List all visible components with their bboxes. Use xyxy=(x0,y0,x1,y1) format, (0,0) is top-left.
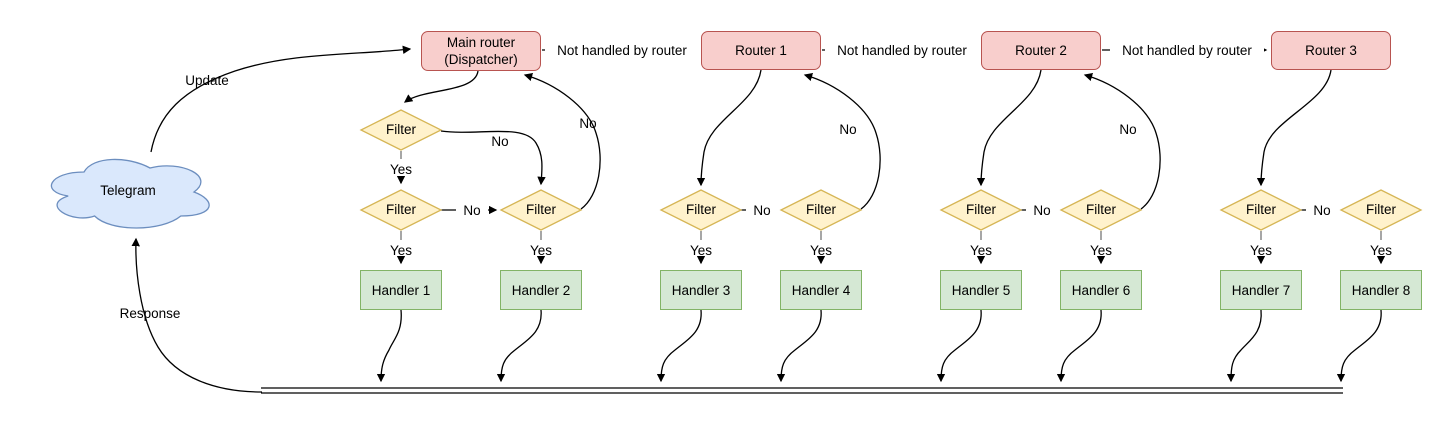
edge-filter4-no-loop xyxy=(803,72,881,210)
no-label-loop-router1: No xyxy=(839,122,857,137)
no-label-loop-main: No xyxy=(579,116,597,131)
filter-3-shape xyxy=(659,189,743,231)
filter-1-label: Filter xyxy=(386,202,416,217)
yes-label-a: Yes xyxy=(389,162,413,177)
node-handler-4: Handler 4 xyxy=(780,270,862,310)
filter-a-shape xyxy=(359,109,443,151)
filter-7-label: Filter xyxy=(1246,202,1276,217)
node-router-3: Router 3 xyxy=(1271,31,1391,70)
filter-1-shape xyxy=(359,189,443,231)
filter-5-label: Filter xyxy=(966,202,996,217)
edges-yes-arrows xyxy=(396,255,1386,265)
edge-filter6-no-loop xyxy=(1083,72,1161,210)
filter-2-shape xyxy=(499,189,583,231)
node-handler-6: Handler 6 xyxy=(1060,270,1142,310)
no-label-pair-1: No xyxy=(456,203,488,218)
yes-label-1: Yes xyxy=(389,243,413,258)
edge-filter2-no-loop xyxy=(523,72,601,210)
edge-router3-to-filter7 xyxy=(1256,69,1332,187)
filter-4-shape xyxy=(779,189,863,231)
telegram-cloud-shape xyxy=(50,158,210,229)
not-handled-label-3: Not handled by router xyxy=(1110,43,1264,58)
yes-label-8: Yes xyxy=(1369,243,1393,258)
filter-a-label: Filter xyxy=(386,122,416,137)
response-label: Response xyxy=(119,306,181,321)
no-label-pair-2: No xyxy=(746,203,778,218)
node-router-1: Router 1 xyxy=(701,31,821,70)
filter-3-label: Filter xyxy=(686,202,716,217)
yes-label-5: Yes xyxy=(969,243,993,258)
node-handler-5: Handler 5 xyxy=(940,270,1022,310)
edge-router2-to-filter5 xyxy=(976,69,1042,187)
no-label-filter-a: No xyxy=(491,134,509,149)
edges-handler-to-bus xyxy=(376,309,1382,383)
no-label-pair-4: No xyxy=(1306,203,1338,218)
node-handler-2: Handler 2 xyxy=(500,270,582,310)
yes-label-6: Yes xyxy=(1089,243,1113,258)
node-handler-3: Handler 3 xyxy=(660,270,742,310)
edge-router1-to-filter3 xyxy=(696,69,762,187)
node-handler-7: Handler 7 xyxy=(1220,270,1302,310)
node-router-2: Router 2 xyxy=(981,31,1101,70)
not-handled-label-2: Not handled by router xyxy=(825,43,979,58)
filter-diamonds xyxy=(359,109,1423,231)
filter-5-shape xyxy=(939,189,1023,231)
not-handled-label-1: Not handled by router xyxy=(545,43,699,58)
filter-8-label: Filter xyxy=(1366,202,1396,217)
edge-update xyxy=(150,45,412,153)
edge-filter-a-no xyxy=(440,130,546,186)
event-bus-line xyxy=(261,387,1343,394)
yes-label-2: Yes xyxy=(529,243,553,258)
filter-7-shape xyxy=(1219,189,1303,231)
edges-yes-group xyxy=(400,231,1382,240)
node-main-router: Main router (Dispatcher) xyxy=(421,31,541,71)
filter-8-shape xyxy=(1339,189,1423,231)
filter-2-label: Filter xyxy=(526,202,556,217)
edge-main-to-filter-a xyxy=(403,70,479,103)
no-label-loop-router2: No xyxy=(1119,122,1137,137)
yes-label-7: Yes xyxy=(1249,243,1273,258)
telegram-label: Telegram xyxy=(100,183,156,198)
no-label-pair-3: No xyxy=(1026,203,1058,218)
edge-response xyxy=(131,237,263,393)
yes-label-3: Yes xyxy=(689,243,713,258)
filter-6-shape xyxy=(1059,189,1143,231)
filter-6-label: Filter xyxy=(1086,202,1116,217)
update-label: Update xyxy=(185,73,229,88)
yes-label-4: Yes xyxy=(809,243,833,258)
node-handler-8: Handler 8 xyxy=(1340,270,1422,310)
node-handler-1: Handler 1 xyxy=(360,270,442,310)
filter-4-label: Filter xyxy=(806,202,836,217)
